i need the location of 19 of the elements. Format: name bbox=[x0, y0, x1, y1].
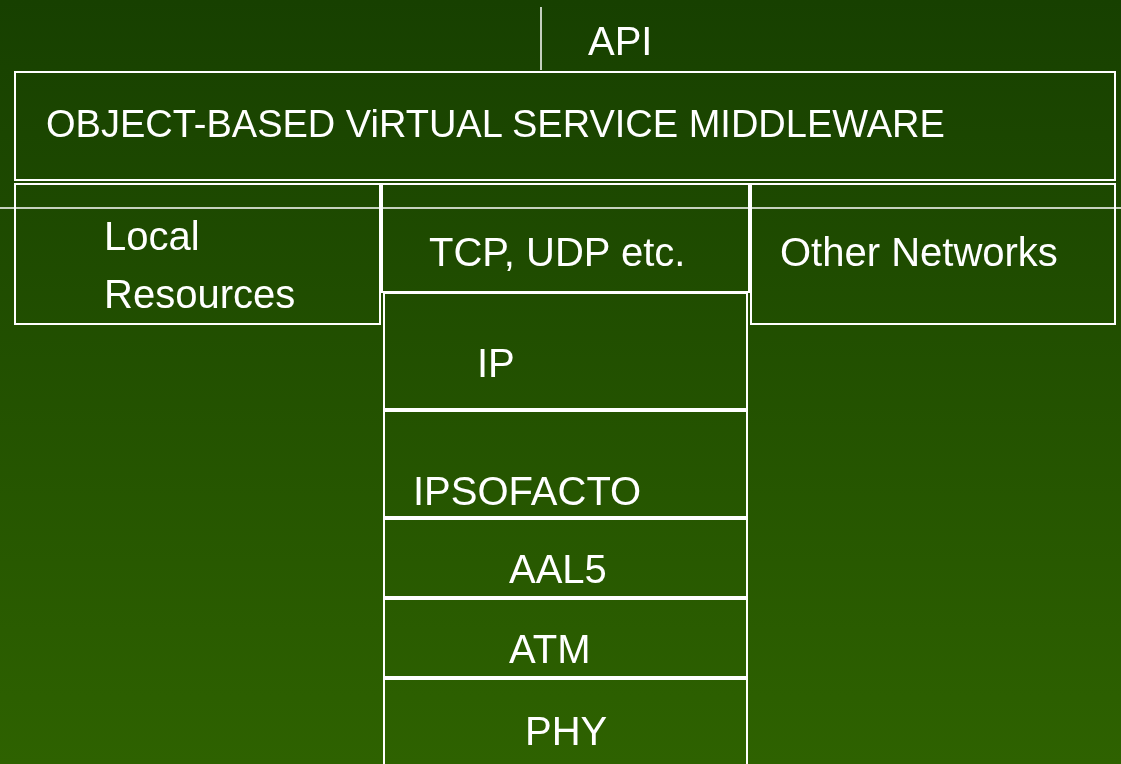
layer-label: ATM bbox=[509, 626, 591, 673]
layer-label: IPSOFACTO bbox=[413, 468, 642, 515]
layer-box bbox=[381, 183, 750, 293]
layer-box bbox=[383, 598, 748, 678]
layer-box bbox=[14, 71, 1116, 181]
interface-label: API bbox=[588, 18, 653, 64]
layer-box bbox=[383, 678, 748, 764]
layer-box bbox=[383, 518, 748, 598]
layer-box bbox=[383, 410, 748, 518]
layer-label: IP bbox=[477, 340, 515, 387]
layer-label: TCP, UDP etc. bbox=[429, 229, 686, 276]
layer-label: OBJECT-BASED ViRTUAL SERVICE MIDDLEWARE bbox=[46, 102, 945, 147]
layer-box bbox=[750, 183, 1116, 325]
layer-label: AAL5 bbox=[509, 546, 607, 593]
layer-label: Other Networks bbox=[780, 229, 1058, 276]
layer-label: PHY bbox=[525, 708, 608, 755]
layer-box bbox=[14, 183, 381, 325]
layer-label: Local Resources bbox=[104, 213, 297, 318]
layer-box bbox=[383, 292, 748, 410]
